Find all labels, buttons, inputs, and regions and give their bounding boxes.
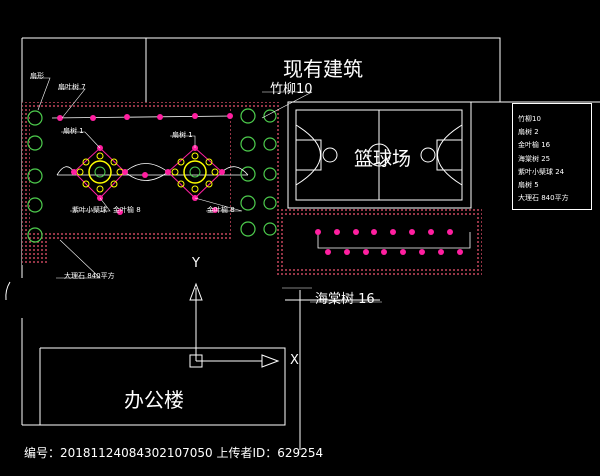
plan-label: 扇树 1 [172, 131, 193, 139]
legend-item: 紫叶小檗球 24 [518, 168, 565, 176]
plan-label: 金叶榆 8 [207, 206, 235, 214]
plan-label: 金叶榆 8 [113, 206, 141, 214]
basketball-court [287, 101, 472, 209]
plan-label: 大理石 840平方 [64, 272, 115, 280]
basketball-court-label: 篮球场 [354, 148, 412, 170]
legend-item: 海棠树 25 [518, 155, 551, 163]
legend-item: 金叶榆 16 [518, 141, 551, 149]
existing-building-label: 现有建筑 [283, 57, 363, 81]
footer-id-text: 编号：20181124084302107050 上传者ID：629254 [24, 446, 324, 460]
plan-label: 扇树 1 [63, 127, 84, 135]
legend-item: 竹柳10 [518, 115, 541, 123]
plant-legend: 竹柳10 扇树 2 金叶榆 16 海棠树 25 紫叶小檗球 24 扇树 5 大理… [512, 103, 592, 210]
legend-item: 扇树 5 [518, 181, 539, 189]
axis-x-label: X [290, 353, 299, 368]
bamboo-willow-group [27, 108, 277, 243]
leader-lines [30, 77, 382, 303]
paved-area [22, 102, 482, 275]
axis-y-label: Y [192, 256, 200, 271]
plan-label: 紫叶小檗球 [72, 206, 107, 214]
bamboo-willow-label: 竹柳10 [270, 82, 313, 97]
legend-item: 扇树 2 [518, 128, 539, 136]
legend-item: 大理石 840平方 [518, 194, 569, 202]
crabapple-tree-label: 海棠树 16 [315, 292, 375, 307]
plan-label: 扇叶树 7 [58, 83, 86, 91]
office-building-label: 办公楼 [124, 388, 184, 412]
plan-label: 扇形 [30, 72, 44, 80]
crabapple-trees [57, 113, 463, 255]
ucs-axes [189, 282, 280, 368]
